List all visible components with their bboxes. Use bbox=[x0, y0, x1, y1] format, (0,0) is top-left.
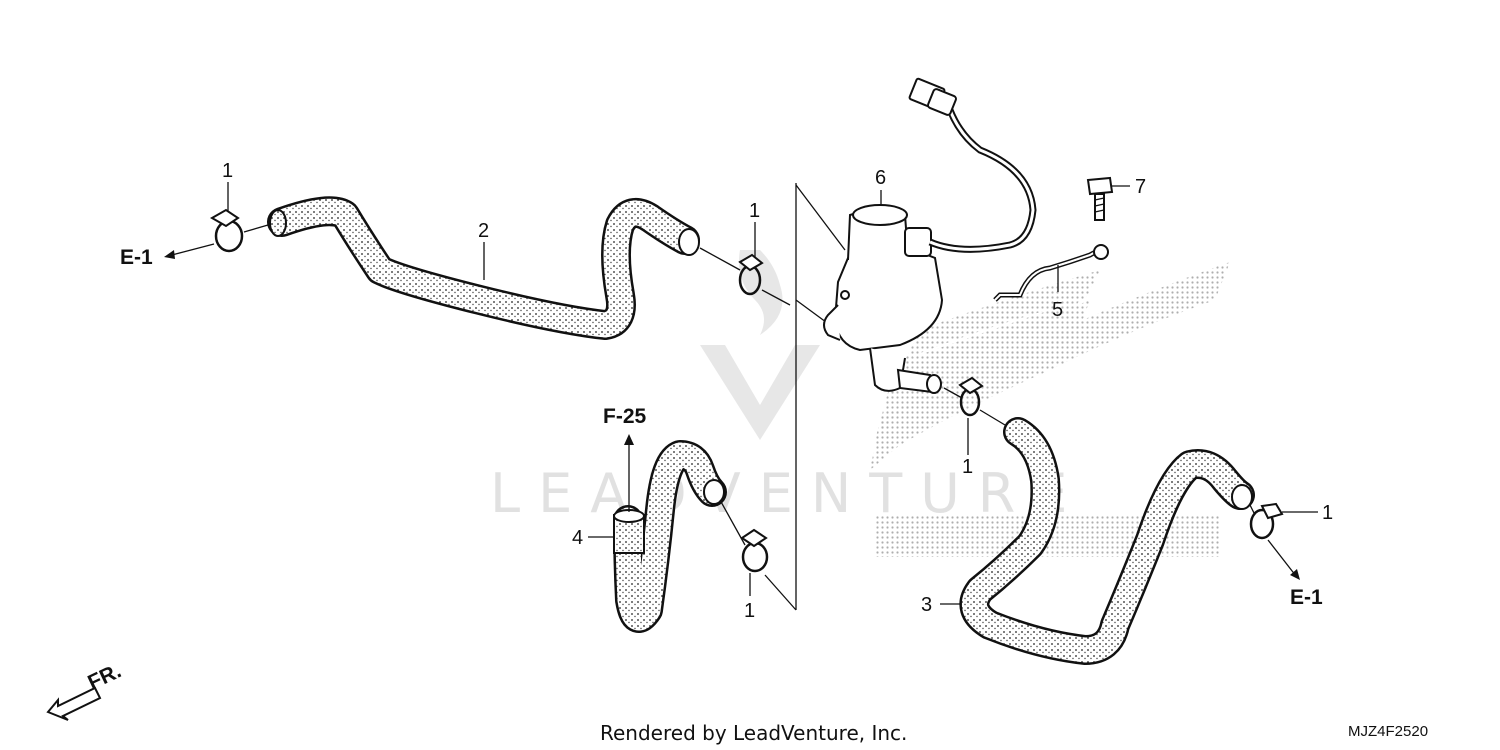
callout-1: 1 bbox=[962, 456, 973, 478]
ref-f25[interactable]: F-25 bbox=[603, 405, 647, 428]
leader-line bbox=[719, 499, 746, 546]
callout-5: 5 bbox=[1052, 299, 1063, 321]
watermark-logo bbox=[700, 250, 820, 440]
connector-icon bbox=[908, 77, 957, 116]
air-injection-valve[interactable] bbox=[823, 204, 944, 394]
leader-line bbox=[795, 184, 846, 251]
leader-line bbox=[979, 409, 1006, 426]
callout-1: 1 bbox=[749, 200, 760, 222]
diagram-code: MJZ4F2520 bbox=[1348, 723, 1428, 740]
reference-arrow bbox=[624, 434, 634, 512]
rendered-by-footer: Rendered by LeadVenture, Inc. bbox=[600, 721, 907, 745]
callout-7: 7 bbox=[1135, 176, 1146, 198]
leader-line bbox=[761, 289, 791, 306]
callout-2: 2 bbox=[478, 220, 489, 242]
bolt-icon[interactable] bbox=[1086, 176, 1114, 221]
hose-2[interactable] bbox=[267, 196, 700, 340]
ref-e1-right[interactable]: E-1 bbox=[1290, 586, 1323, 609]
hose-3[interactable] bbox=[959, 417, 1255, 665]
stay-bracket[interactable] bbox=[993, 244, 1109, 302]
leader-line bbox=[764, 574, 797, 611]
hose-4[interactable] bbox=[613, 440, 727, 633]
ref-e1-left[interactable]: E-1 bbox=[120, 246, 153, 269]
hose-clamp-icon[interactable] bbox=[958, 376, 984, 417]
callout-3: 3 bbox=[921, 594, 932, 616]
callout-6: 6 bbox=[875, 167, 886, 189]
reference-arrow bbox=[164, 243, 215, 259]
hose-clamp-icon[interactable] bbox=[740, 528, 769, 573]
callout-1: 1 bbox=[744, 600, 755, 622]
callout-1: 1 bbox=[1322, 502, 1333, 524]
air-injection-valve-icon bbox=[852, 204, 908, 226]
hose-clamp-icon[interactable] bbox=[209, 208, 244, 253]
leader-line bbox=[243, 224, 269, 233]
front-arrow-icon: FR. bbox=[46, 659, 125, 721]
hose-clamp-icon[interactable] bbox=[738, 253, 764, 296]
leader-line bbox=[699, 247, 741, 271]
wire-harness[interactable] bbox=[908, 77, 1037, 253]
callout-4: 4 bbox=[572, 527, 583, 549]
reference-arrow bbox=[1267, 539, 1300, 580]
callout-1: 1 bbox=[222, 160, 233, 182]
leader-line bbox=[1249, 504, 1256, 516]
watermark-text: LEADVENTURE bbox=[490, 462, 1085, 525]
leader-line bbox=[943, 387, 963, 399]
hose-clamp-icon[interactable] bbox=[1249, 502, 1284, 540]
